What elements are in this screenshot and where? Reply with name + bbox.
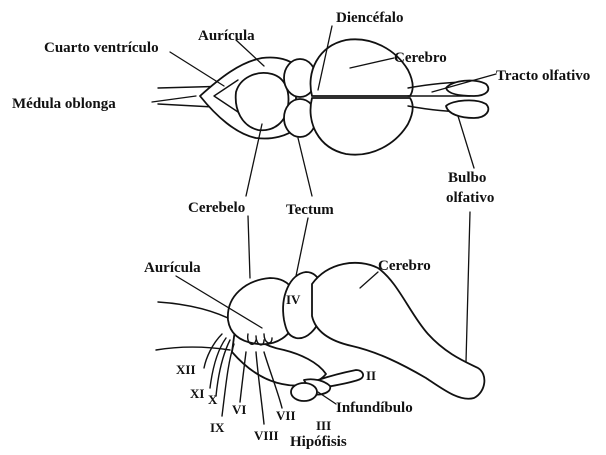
label-nerve-viii: VIII: [254, 428, 279, 443]
hypophysis: [291, 383, 317, 401]
label-cerebro-bottom: Cerebro: [378, 258, 431, 274]
olfactory-bulb-upper: [446, 81, 488, 96]
cerebellum: [236, 73, 289, 130]
label-bulbo: Bulbo: [448, 170, 486, 186]
label-cerebro-top: Cerebro: [394, 50, 447, 66]
cerebrum-hemisphere-lower: [310, 98, 412, 155]
leader-tectum-top: [298, 138, 312, 196]
label-cerebelo: Cerebelo: [188, 200, 245, 216]
label-medula-oblonga: Médula oblonga: [12, 96, 116, 112]
leader-cerebelo-bottom: [248, 216, 250, 278]
label-cuarto-ventriculo: Cuarto ventrículo: [44, 40, 159, 56]
leader-bulbo-olfativo-bottom: [466, 212, 470, 362]
label-nerve-iii: III: [316, 418, 331, 433]
label-tectum: Tectum: [286, 202, 334, 218]
cerebrum-hemisphere-upper: [310, 39, 412, 96]
label-infundibulo: Infundíbulo: [336, 400, 413, 416]
label-auricula-bottom: Aurícula: [144, 260, 201, 276]
leader-tectum-bottom: [296, 218, 308, 276]
label-nerve-vi: VI: [232, 402, 246, 417]
label-hipofisis: Hipófisis: [290, 434, 347, 450]
label-auricula-top: Aurícula: [198, 28, 255, 44]
label-nerve-x: X: [208, 392, 218, 407]
leader-infundibulo: [318, 392, 336, 404]
leader-cuarto-ventriculo: [170, 52, 224, 86]
lateral-view: [156, 263, 484, 424]
label-nerve-ii: II: [366, 368, 376, 383]
label-nerve-xii: XII: [176, 362, 196, 377]
leader-medula-oblonga: [152, 96, 196, 102]
label-tracto-olfativo: Tracto olfativo: [496, 68, 590, 84]
label-nerve-vii: VII: [276, 408, 296, 423]
label-olfativo: olfativo: [446, 190, 494, 206]
label-nerve-ix: IX: [210, 420, 225, 435]
label-diencefalo: Diencéfalo: [336, 10, 403, 26]
leader-bulbo-olfativo-top: [458, 116, 474, 168]
label-nerve-iv: IV: [286, 292, 301, 307]
label-nerve-xi: XI: [190, 386, 204, 401]
olfactory-bulb-lower: [446, 100, 488, 118]
